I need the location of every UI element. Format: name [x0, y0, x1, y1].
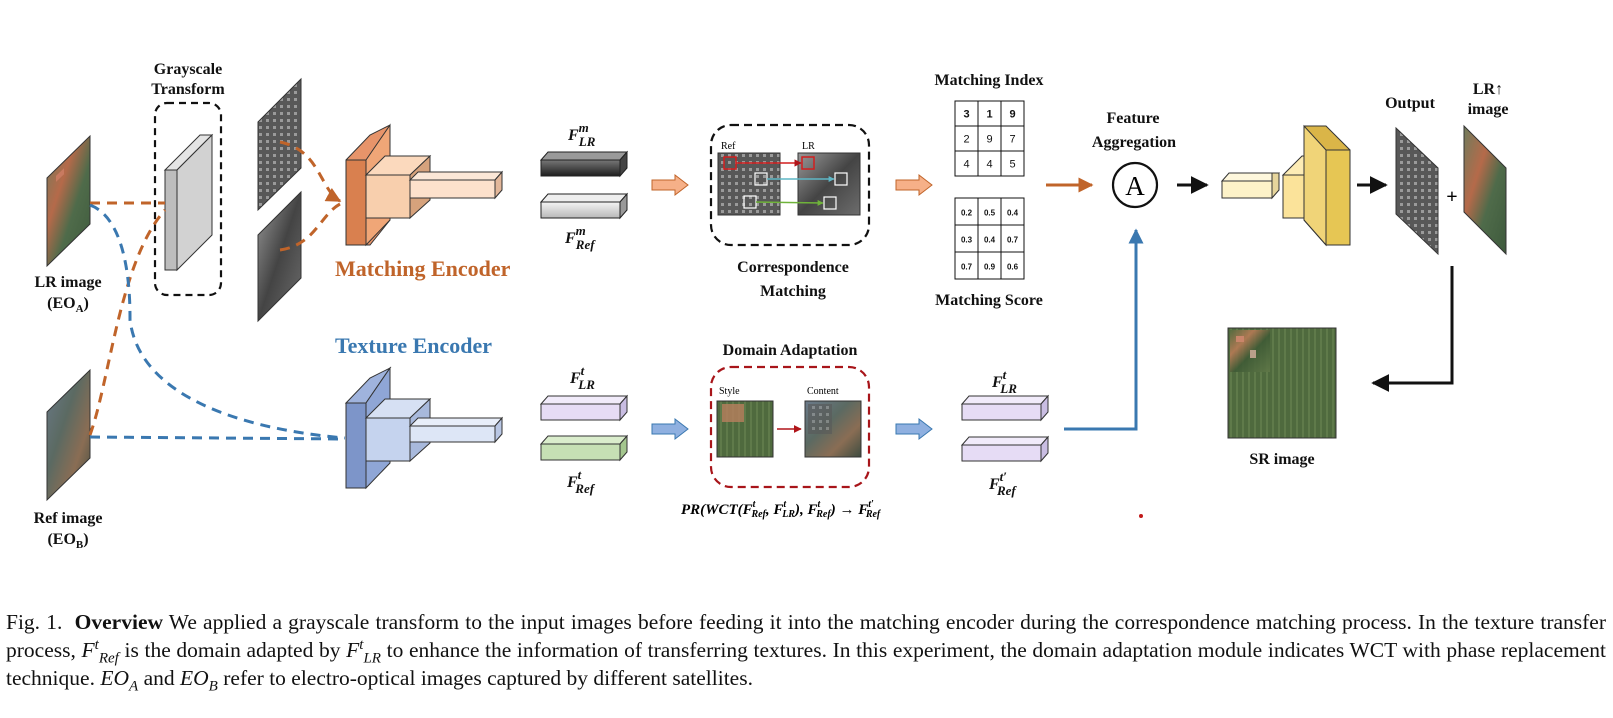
aggregation-symbol: A — [1125, 171, 1145, 201]
grid-cell-value: 0.4 — [1007, 209, 1019, 218]
texture-input-paths — [89, 203, 346, 441]
aggregation-node — [1111, 161, 1159, 209]
grayscale-transform-label: Grayscale Transform — [151, 61, 225, 98]
output-to-sr-arrow — [1371, 266, 1454, 392]
svg-text:Correspondence: Correspondence — [737, 259, 849, 276]
matching-index-title: Matching Index — [935, 72, 1044, 89]
grid-cell-value: 0.5 — [984, 209, 996, 218]
svg-text:Grayscale: Grayscale — [154, 61, 222, 78]
matching-flow-arrows — [651, 173, 933, 197]
correspondence-matching-box — [709, 123, 871, 247]
svg-text:LR↑: LR↑ — [1473, 81, 1503, 98]
texture-to-aggregation-arrow — [1064, 228, 1144, 431]
grid-cell-value: 4 — [963, 159, 969, 171]
matching-score-title: Matching Score — [935, 292, 1043, 309]
matching-score-grid: 0.2 0.5 0.4 0.3 0.4 0.7 0.7 0.9 0.6 — [954, 197, 1025, 280]
grid-cell-value: 5 — [1009, 159, 1015, 171]
grayscale-lr-image — [257, 77, 302, 212]
sr-image-label: SR image — [1249, 451, 1314, 468]
grid-cell — [1000, 150, 1025, 177]
svg-text:FtLR: FtLR — [991, 367, 1017, 396]
output-image — [1395, 126, 1439, 256]
figure-caption: Fig. 1. Overview We applied a grayscale … — [6, 610, 1607, 695]
correspondence-lr-image: LR — [797, 141, 861, 216]
grid-cell-value: 0.9 — [984, 263, 996, 272]
grid-cell-value: 0.2 — [961, 209, 973, 218]
lr-upsampled-label: LR↑ image — [1468, 81, 1509, 118]
grid-cell-value: 9 — [986, 134, 992, 146]
grid-cell-value: 7 — [1009, 134, 1015, 146]
grid-cell-value: 1 — [986, 109, 992, 121]
grid-cell-value: 0.6 — [1007, 263, 1019, 272]
correspondence-ref-image: Ref — [717, 141, 781, 216]
ref-input-image — [46, 368, 91, 502]
plus-sign: + — [1446, 186, 1457, 208]
grid-cell-value: 2 — [963, 134, 969, 146]
feature-ref-adapted: Ft′Ref — [960, 435, 1050, 498]
texture-flow-arrows — [651, 417, 933, 441]
output-decoder-block — [1220, 124, 1351, 247]
svg-text:(EOA): (EOA) — [47, 295, 89, 315]
svg-text:(EOB): (EOB) — [47, 531, 88, 551]
grid-cell-value: 0.7 — [961, 263, 973, 272]
texture-encoder-block — [344, 366, 504, 490]
svg-text:LR image: LR image — [34, 274, 101, 291]
grid-cell-value: 0.3 — [961, 236, 973, 245]
svg-text:FtRef: FtRef — [566, 467, 596, 496]
svg-text:Transform: Transform — [151, 81, 225, 98]
matching-index-grid: 3 1 9 2 9 7 4 4 5 — [954, 100, 1025, 177]
grayscale-input-paths — [88, 140, 342, 436]
svg-text:Matching: Matching — [760, 283, 826, 300]
domain-adaptation-box — [709, 365, 871, 489]
svg-text:Style: Style — [719, 386, 740, 397]
grayscale-transform-box — [153, 101, 223, 297]
svg-text:Ref: Ref — [721, 141, 736, 152]
svg-text:Aggregation: Aggregation — [1092, 134, 1176, 151]
style-image: Style — [716, 386, 774, 458]
svg-text:Content: Content — [807, 386, 839, 397]
content-image: Content — [804, 386, 862, 458]
sr-image — [1227, 327, 1337, 439]
correspondence-links — [736, 159, 835, 206]
red-dot — [1139, 514, 1143, 518]
svg-text:Feature: Feature — [1106, 110, 1159, 127]
grid-cell-value: 0.7 — [1007, 236, 1019, 245]
ref-image-label: Ref image (EOB) — [34, 510, 103, 551]
svg-text:Ft′Ref: Ft′Ref — [988, 469, 1017, 498]
domain-adaptation-title: Domain Adaptation — [723, 342, 858, 359]
texture-encoder-label: Texture Encoder — [335, 333, 492, 358]
svg-text:LR: LR — [802, 141, 815, 152]
correspondence-matching-label: Correspondence Matching — [737, 259, 849, 300]
matching-encoder-label: Matching Encoder — [335, 256, 511, 281]
svg-text:Ref image: Ref image — [34, 510, 103, 527]
grid-cell-value: 4 — [986, 159, 992, 171]
caption-figure-number: Fig. 1. — [6, 610, 63, 634]
lr-upsampled-image — [1463, 124, 1507, 256]
matching-encoder-block — [345, 123, 504, 247]
lr-input-image — [46, 134, 91, 268]
grid-cell-value: 0.4 — [984, 236, 996, 245]
grid-cell — [1000, 251, 1025, 280]
architecture-diagram: LR image (EOA) Ref image (EOB) Grayscale… — [34, 61, 1509, 551]
output-label: Output — [1385, 95, 1435, 112]
feature-aggregation-label: Feature Aggregation — [1092, 110, 1176, 151]
lr-image-label: LR image (EOA) — [34, 274, 101, 315]
grayscale-transform-block — [163, 133, 214, 272]
grid-cell-value: 9 — [1009, 109, 1015, 121]
svg-text:FtLR: FtLR — [569, 363, 595, 392]
grid-cell-value: 3 — [963, 109, 969, 121]
caption-bold: Overview — [74, 610, 164, 634]
svg-text:image: image — [1468, 101, 1509, 118]
grayscale-ref-image — [257, 190, 302, 323]
